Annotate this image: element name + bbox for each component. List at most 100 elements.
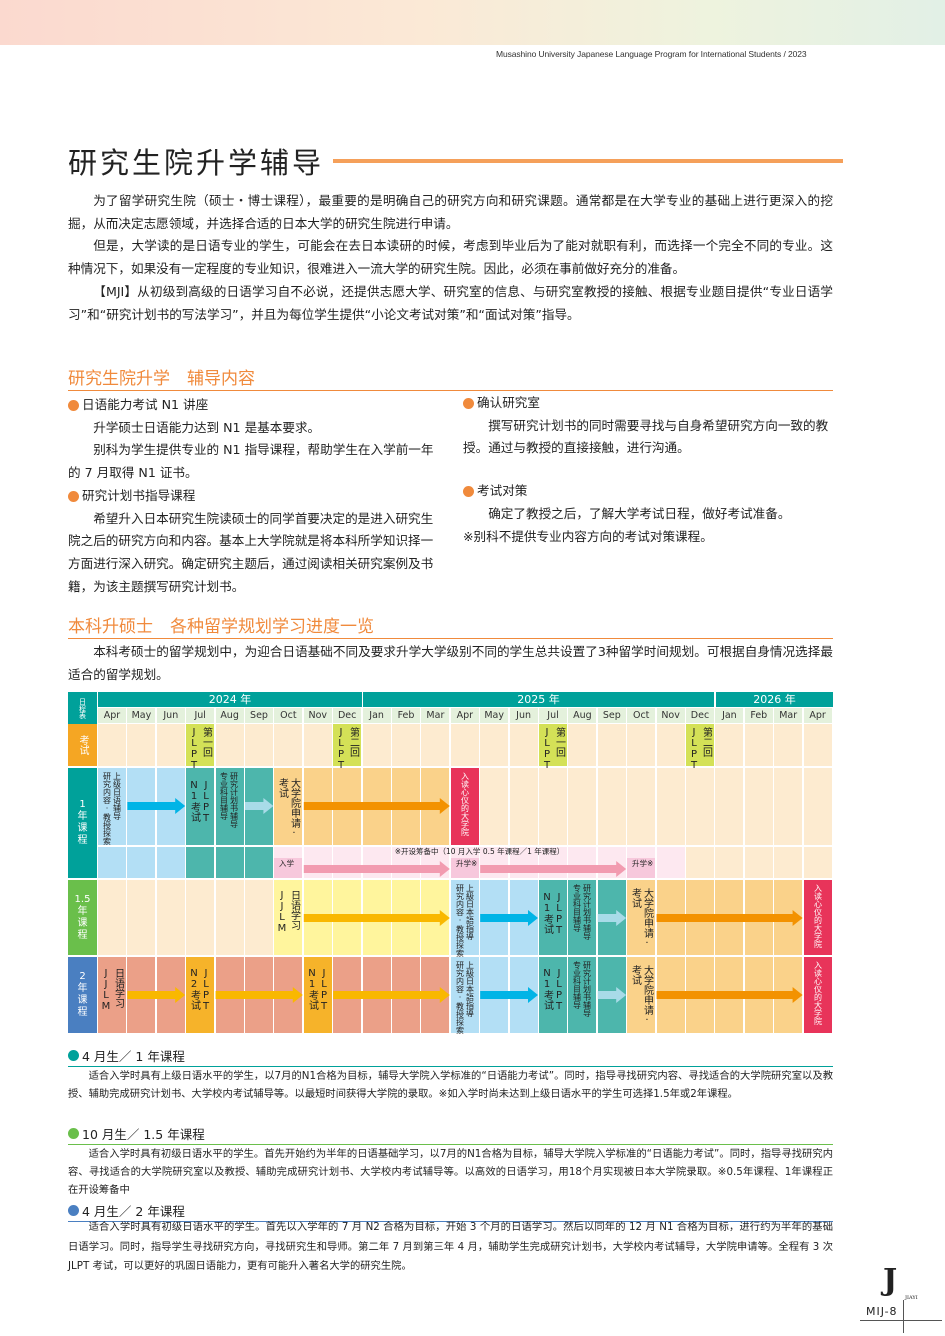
item-title: 日语能力考试 N1 讲座 <box>82 397 209 412</box>
top-gradient-bar <box>0 0 945 45</box>
month-header: Jan <box>715 708 744 723</box>
schedule-cell <box>156 724 185 766</box>
item-body: 升学硕士日语能力达到 N1 是基本要求。 <box>93 419 321 435</box>
schedule-cell <box>568 724 597 766</box>
schedule-cell <box>715 847 744 878</box>
bullet-dot-icon <box>68 1050 79 1061</box>
course-title: 10 月生／ 1.5 年课程 <box>82 1127 205 1142</box>
month-header: Jun <box>509 708 538 723</box>
schedule-cell <box>744 847 773 878</box>
item-body: 撰写研究计划书的同时需要寻找与自身希望研究方向一致的教授。通过与教授的直接接触，… <box>463 417 829 456</box>
schedule-cell <box>186 847 215 878</box>
footer-rule <box>860 1320 942 1321</box>
schedule-cell <box>303 957 332 1033</box>
running-header: Musashino University Japanese Language P… <box>496 49 807 59</box>
arrow-right-icon <box>215 987 303 1003</box>
schedule-cell <box>186 880 215 955</box>
schedule-cell <box>303 724 332 766</box>
intro-paragraph: 为了留学研究生院（硕士・博士课程），最重要的是明确自己的研究方向和研究课题。通常… <box>68 193 833 231</box>
bullet-dot-icon <box>463 397 474 409</box>
arrow-right-icon <box>597 987 627 1003</box>
schedule-cell <box>186 957 215 1033</box>
intro-paragraph: 但是，大学读的是日语专业的学生，可能会在去日本读研的时候，考虑到毕业后为了能对就… <box>68 238 833 277</box>
schedule-cell <box>686 768 714 845</box>
schedule-cell <box>803 880 832 955</box>
schedule-cell <box>568 880 597 955</box>
schedule-cell <box>127 880 156 955</box>
schedule-cell <box>215 847 244 878</box>
course-heading-2-year: 4 月生／ 2 年课程 <box>68 1201 833 1222</box>
arrow-right-icon <box>245 798 274 814</box>
month-header: Apr <box>450 708 479 723</box>
month-header: Apr <box>803 708 832 723</box>
schedule-cell <box>274 768 303 845</box>
task-grad-apply: 考试大学院申请· <box>629 888 653 949</box>
schedule-cell <box>98 768 126 845</box>
month-header: Jun <box>156 708 185 723</box>
schedule-cell <box>509 724 538 766</box>
schedule-cell <box>744 724 773 766</box>
section-heading-plans: 本科升硕士 各种留学规划学习进度一览 <box>68 612 833 639</box>
month-header: Jan <box>362 708 391 723</box>
schedule-corner-label: 日程表 <box>68 692 97 724</box>
schedule-cell <box>450 880 479 955</box>
schedule-cell <box>627 768 656 845</box>
schedule-cell <box>421 724 450 766</box>
task-research-plan: 专业科目辅导研究计划书辅导 <box>572 884 592 940</box>
month-header: Feb <box>392 708 420 723</box>
page-number: MIJ-8 <box>866 1305 898 1318</box>
schedule-cell <box>480 768 509 845</box>
schedule-cell <box>127 847 156 878</box>
month-header: May <box>127 708 156 723</box>
schedule-cell <box>480 724 509 766</box>
month-header: Apr <box>98 708 126 723</box>
course-desc: 适合入学时具有上级日语水平的学生，以7月的N1合格为目标，辅导大学院入学标准的“… <box>68 1067 833 1103</box>
arrow-right-icon <box>303 910 450 926</box>
month-header: Oct <box>627 708 656 723</box>
bullet-dot-icon <box>463 485 474 497</box>
schedule-cell <box>744 768 773 845</box>
arrow-right-icon <box>303 861 450 877</box>
footer-rule-vertical <box>903 1300 904 1333</box>
goal-enroll-grad-school: 入读心仪的大学院 <box>813 884 823 948</box>
month-header: Feb <box>744 708 773 723</box>
item-body: 希望升入日本研究生院读硕士的同学首要决定的是进入研究生院之后的研究方向和内容。基… <box>68 510 434 594</box>
schedule-cell <box>803 847 832 878</box>
schedule-cell <box>245 880 273 955</box>
schedule-cell <box>156 880 185 955</box>
schedule-cell <box>656 768 685 845</box>
schedule-cell <box>715 724 744 766</box>
schedule-cell <box>656 847 685 878</box>
month-header: Nov <box>656 708 685 723</box>
arrow-right-icon <box>333 987 450 1003</box>
month-header: Aug <box>215 708 244 723</box>
month-header: Dec <box>333 708 362 723</box>
month-header: May <box>480 708 509 723</box>
item-body: 确定了教授之后，了解大学考试日程，做好考试准备。 <box>488 505 791 521</box>
schedule-cell <box>450 768 479 845</box>
page-title: 研究生院升学辅导 <box>68 146 325 180</box>
schedule-cell <box>186 768 215 845</box>
schedule-cell <box>627 880 656 955</box>
row-label-exam: 考试 <box>68 724 97 766</box>
arrow-right-icon <box>480 987 538 1003</box>
schedule-cell <box>333 724 362 766</box>
course-heading-1-year: 4 月生／ 1 年课程 <box>68 1046 833 1067</box>
progress-arrows <box>127 798 803 1003</box>
schedule-cell <box>539 880 567 955</box>
schedule-cell <box>215 724 244 766</box>
schedule-cell <box>627 957 656 1033</box>
bullet-dot-icon <box>68 490 79 502</box>
enter-badge: 入学 <box>274 858 302 878</box>
schedule-cell <box>245 847 273 878</box>
task-grad-apply: 考试大学院申请· <box>276 778 300 839</box>
month-header: Dec <box>686 708 714 723</box>
